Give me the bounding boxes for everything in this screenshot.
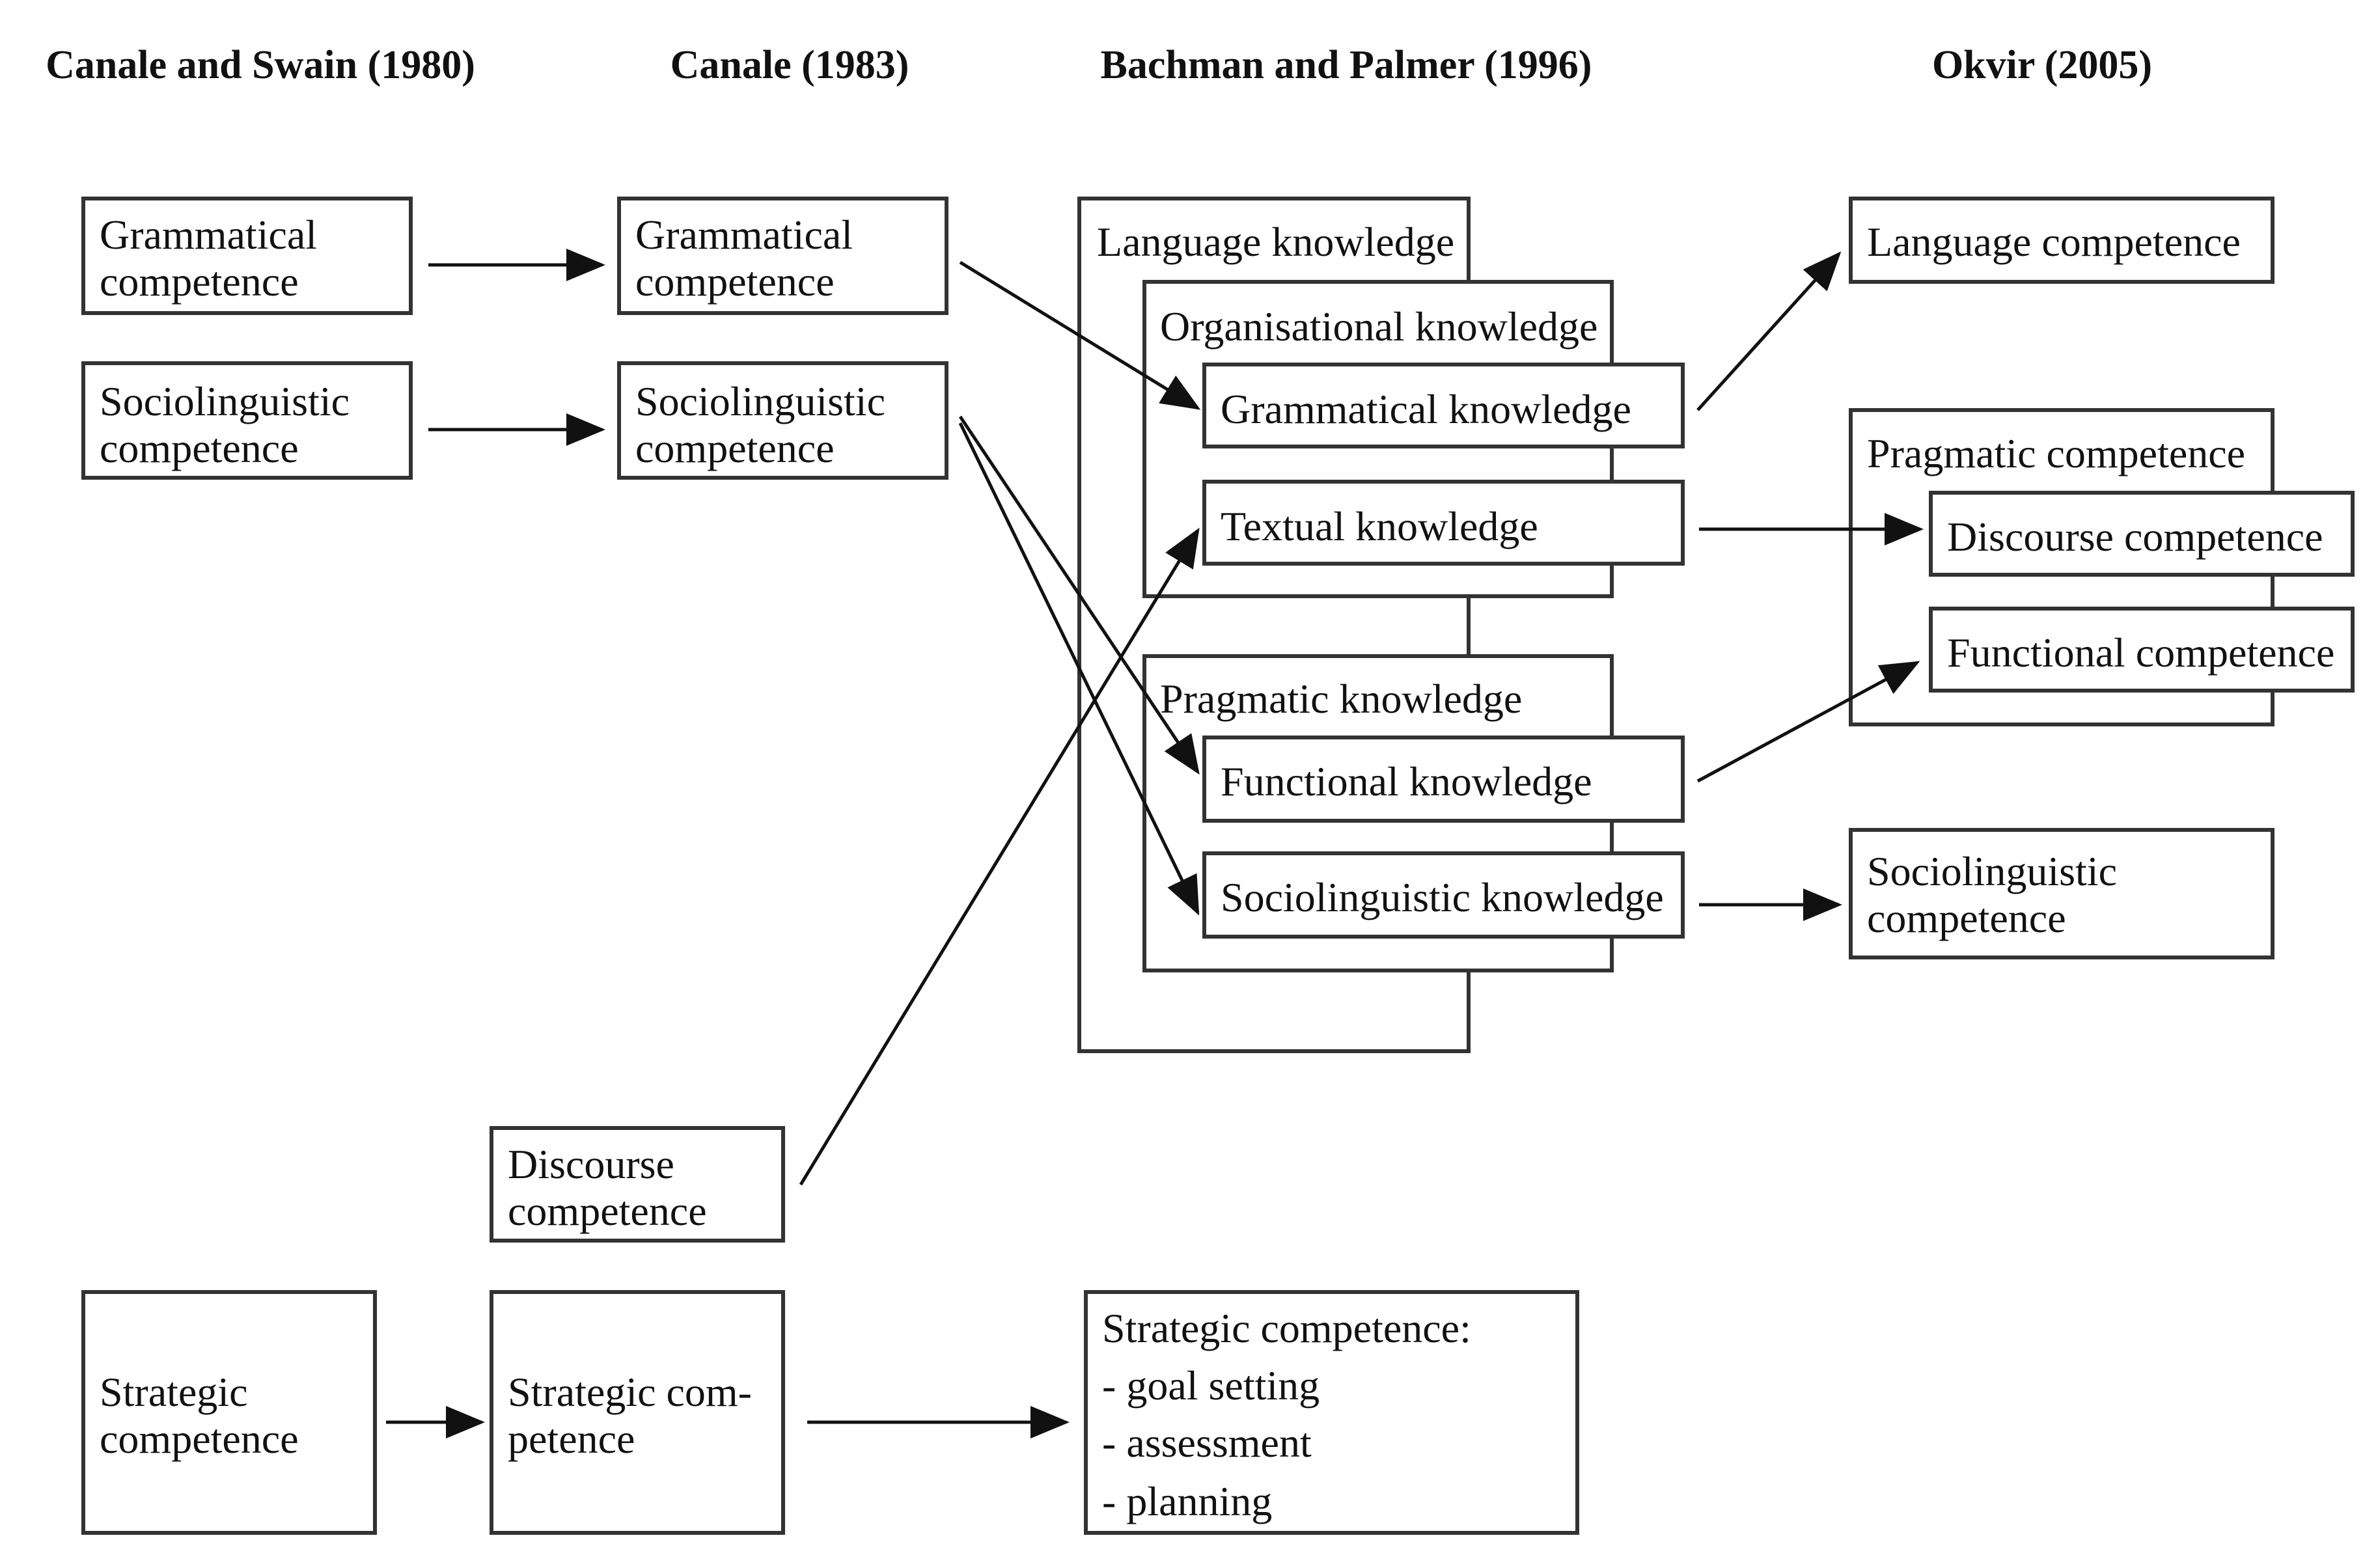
arrow-grammatical-knowledge-to-language-competence bbox=[1696, 251, 1842, 411]
language-competence-label: Language competence bbox=[1867, 219, 2241, 265]
pragmatic-knowledge-label: Pragmatic knowledge bbox=[1160, 676, 1522, 722]
language-knowledge-label: Language knowledge bbox=[1097, 219, 1454, 265]
header-okvir: Okvir (2005) bbox=[1932, 43, 2152, 87]
c-grammatical-competence-label: Grammatical competence bbox=[635, 212, 863, 305]
grammatical-knowledge-box bbox=[1202, 363, 1685, 448]
cs-strategic-competence-label: Strategic competence bbox=[100, 1369, 299, 1462]
okvir-sociolinguistic-competence-box bbox=[1849, 828, 2274, 959]
cs-strategic-competence-box bbox=[81, 1290, 377, 1535]
textual-knowledge-label: Textual knowledge bbox=[1221, 503, 1538, 549]
c-discourse-competence-box bbox=[490, 1126, 785, 1243]
pragmatic-competence-label: Pragmatic competence bbox=[1867, 430, 2245, 476]
textual-knowledge-box bbox=[1202, 480, 1685, 566]
c-sociolinguistic-competence-label: Sociolinguistic competence bbox=[635, 378, 896, 471]
language-competence-box bbox=[1849, 197, 2274, 284]
functional-knowledge-label: Functional knowledge bbox=[1221, 758, 1592, 805]
organisational-knowledge-label: Organisational knowledge bbox=[1160, 303, 1597, 350]
sociolinguistic-knowledge-box bbox=[1202, 851, 1685, 939]
cs-grammatical-competence-box bbox=[81, 197, 413, 315]
cs-sociolinguistic-competence-box bbox=[81, 361, 413, 480]
c-strategic-competence-box bbox=[490, 1290, 785, 1535]
header-canale: Canale (1983) bbox=[671, 43, 909, 87]
c-discourse-competence-label: Discourse competence bbox=[508, 1141, 707, 1234]
cs-sociolinguistic-competence-label: Sociolinguistic competence bbox=[100, 378, 360, 471]
language-knowledge-box bbox=[1077, 197, 1471, 1053]
c-strategic-competence-label: Strategic com- petence bbox=[508, 1369, 762, 1462]
discourse-competence-box bbox=[1929, 491, 2355, 577]
functional-competence-label: Functional competence bbox=[1947, 629, 2334, 676]
arrow-discourse-to-textual-knowledge bbox=[799, 527, 1200, 1186]
c-grammatical-competence-box bbox=[617, 197, 948, 315]
header-bachman-palmer: Bachman and Palmer (1996) bbox=[1101, 43, 1592, 87]
cs-grammatical-competence-label: Grammatical competence bbox=[100, 212, 327, 305]
okvir-sociolinguistic-competence-label: Sociolinguistic competence bbox=[1867, 848, 2127, 941]
sociolinguistic-knowledge-label: Sociolinguistic knowledge bbox=[1221, 874, 1664, 920]
grammatical-knowledge-label: Grammatical knowledge bbox=[1221, 386, 1631, 432]
arrow-functional-knowledge-to-functional-competence bbox=[1696, 661, 1920, 783]
functional-competence-box bbox=[1929, 607, 2355, 693]
arrow-sociolinguistic-to-functional-knowledge bbox=[958, 415, 1200, 775]
bp-strategic-competence-box bbox=[1084, 1290, 1579, 1535]
bp-strategic-competence-label: Strategic competence: - goal setting - a… bbox=[1102, 1305, 1482, 1524]
functional-knowledge-box bbox=[1202, 736, 1685, 823]
header-canale-swain: Canale and Swain (1980) bbox=[46, 43, 475, 87]
arrow-sociolinguistic-to-sociolinguistic-knowledge bbox=[958, 422, 1200, 916]
discourse-competence-label: Discourse competence bbox=[1947, 514, 2323, 560]
arrow-grammatical-to-grammatical-knowledge bbox=[959, 260, 1201, 410]
c-sociolinguistic-competence-box bbox=[617, 361, 948, 480]
